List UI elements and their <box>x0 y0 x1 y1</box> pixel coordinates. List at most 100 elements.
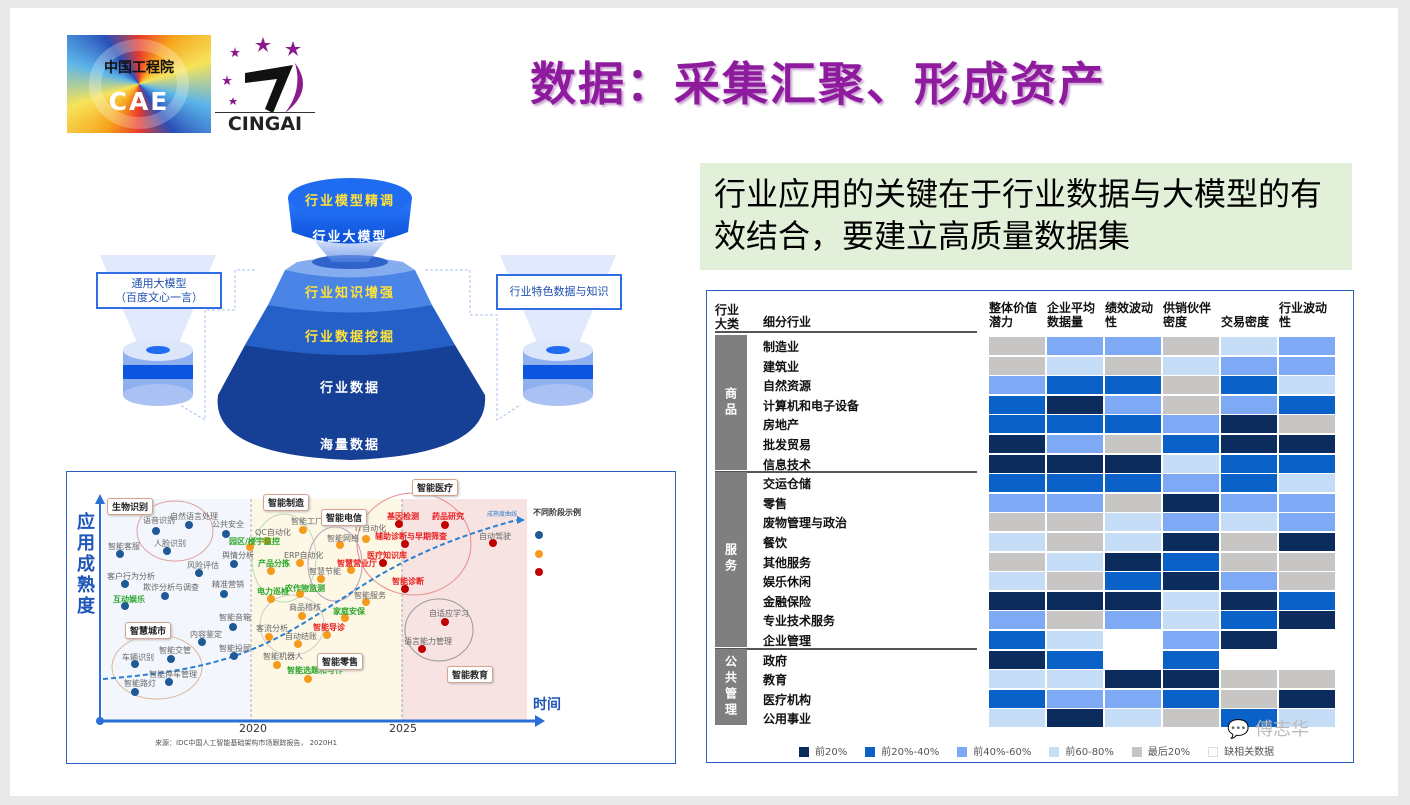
heatmap-cell <box>1163 631 1219 649</box>
data-point <box>323 631 331 639</box>
x-tick-2025: 2025 <box>389 722 417 735</box>
industry-data-heatmap: 行业大类 细分行业 前20%前20%-40%前40%-60%前60-80%最后2… <box>706 290 1354 763</box>
column-header: 供销伙伴密度 <box>1163 301 1212 329</box>
data-point <box>298 612 306 620</box>
legend-item: 最后20% <box>1131 743 1190 758</box>
heatmap-cell <box>989 572 1045 591</box>
heatmap-cell <box>1047 552 1103 571</box>
heatmap-cell <box>1047 474 1103 493</box>
point-label: 智慧节能 <box>309 567 341 576</box>
heatmap-cell <box>989 533 1045 551</box>
data-point <box>267 595 275 603</box>
heatmap-cell <box>989 474 1045 493</box>
heatmap-cell <box>1279 337 1335 355</box>
data-point <box>317 575 325 583</box>
heatmap-cell <box>1047 415 1103 434</box>
data-point <box>220 590 228 598</box>
point-label: 智能路灯 <box>124 679 156 688</box>
point-label: 智慧营业厅 <box>337 559 377 568</box>
point-label: 智能客服 <box>108 542 140 551</box>
heatmap-cell <box>1279 356 1335 375</box>
general-model-label: 通用大模型 <box>131 276 187 290</box>
point-label: 基因检测 <box>387 512 419 521</box>
heatmap-cell <box>1163 513 1219 532</box>
heatmap-cell <box>1047 435 1103 453</box>
heatmap-cell <box>1279 650 1335 669</box>
point-label: 智能网络 <box>327 534 359 543</box>
point-label: 园区/楼宇监控 <box>229 537 280 546</box>
data-point <box>265 633 273 641</box>
heatmap-cell <box>1221 611 1277 630</box>
data-pyramid-diagram: 行业模型精调 行业大模型 行业知识增强 行业数据挖掘 行业数据 海量数据 通用大… <box>90 170 630 470</box>
data-point <box>296 590 304 598</box>
group-tag: 智能医疗 <box>412 479 459 496</box>
heatmap-cell <box>989 513 1045 532</box>
point-label: 自然语言处理 <box>170 512 218 521</box>
heatmap-cell <box>1105 474 1161 493</box>
point-label: 客流分析 <box>256 624 288 633</box>
row-label: 企业管理 <box>763 634 812 648</box>
heatmap-cell <box>1047 395 1103 414</box>
heatmap-cell <box>1105 376 1161 395</box>
heatmap-cell <box>989 454 1045 473</box>
legend-label: 前40%-60% <box>973 747 1032 758</box>
row-label: 建筑业 <box>763 359 800 374</box>
heatmap-cell <box>1105 533 1161 551</box>
x-axis-label: 时间 <box>533 697 561 713</box>
data-point <box>296 559 304 567</box>
group-label: 商品 <box>723 386 738 419</box>
data-point <box>267 567 275 575</box>
data-point <box>230 560 238 568</box>
legend-label: 前20%-40% <box>881 747 940 758</box>
data-point <box>131 660 139 668</box>
heatmap-cell <box>1163 435 1219 453</box>
heatmap-cell <box>1221 591 1277 610</box>
pyramid-layer-3: 行业数据 <box>319 381 380 396</box>
point-label: 互动娱乐 <box>113 595 145 604</box>
heatmap-cell <box>1221 552 1277 571</box>
heatmap-cell <box>1221 650 1277 669</box>
header-category: 行业大类 <box>715 303 740 331</box>
legend-item: 前40%-60% <box>957 743 1031 758</box>
data-point <box>121 580 129 588</box>
point-label: 智能工厂 <box>291 517 323 526</box>
legend-title: 不同阶段示例 <box>533 508 581 517</box>
heatmap-cell <box>1163 415 1219 434</box>
heatmap-cell <box>1221 670 1277 689</box>
heatmap-cell <box>1221 572 1277 591</box>
maturity-curve <box>102 519 518 680</box>
heatmap-cell <box>989 709 1045 728</box>
heatmap-cell <box>1221 415 1277 434</box>
legend-dot-stage1 <box>535 531 543 539</box>
group-block: 商品 <box>715 335 747 471</box>
column-header: 绩效波动性 <box>1105 301 1154 329</box>
point-label: 自适应学习 <box>429 609 469 618</box>
data-point <box>222 530 230 538</box>
legend-swatch <box>1131 747 1142 757</box>
heatmap-cell <box>989 591 1045 610</box>
data-point <box>299 526 307 534</box>
point-label: 智能导诊 <box>313 623 345 632</box>
heatmap-cell <box>1221 533 1277 551</box>
data-point <box>489 539 497 547</box>
heatmap-cell <box>1279 670 1335 689</box>
data-point <box>163 547 171 555</box>
group-label: 服务 <box>723 543 738 576</box>
heatmap-cell <box>1105 552 1161 571</box>
row-label: 娱乐休闲 <box>763 575 812 590</box>
point-label: 舆情分析 <box>222 551 254 560</box>
point-label: ERP自动化 <box>284 551 324 560</box>
watermark: 💬 傅志华 <box>1227 715 1309 741</box>
heatmap-cell <box>1279 376 1335 395</box>
heatmap-cell <box>1105 337 1161 355</box>
pyramid-top-label: 行业模型精调 <box>304 194 395 209</box>
group-tag: 智慧城市 <box>125 622 172 639</box>
legend-swatch <box>865 747 876 757</box>
point-label: 产品分拣 <box>258 559 290 568</box>
point-label: 精准营销 <box>212 580 244 589</box>
industry-data-box: 行业特色数据与知识 <box>496 274 622 310</box>
cingai-logo-text: CINGAI <box>215 112 315 135</box>
point-label: 电力巡检 <box>257 587 289 596</box>
heatmap-cell <box>1221 435 1277 453</box>
heatmap-cell <box>1047 533 1103 551</box>
